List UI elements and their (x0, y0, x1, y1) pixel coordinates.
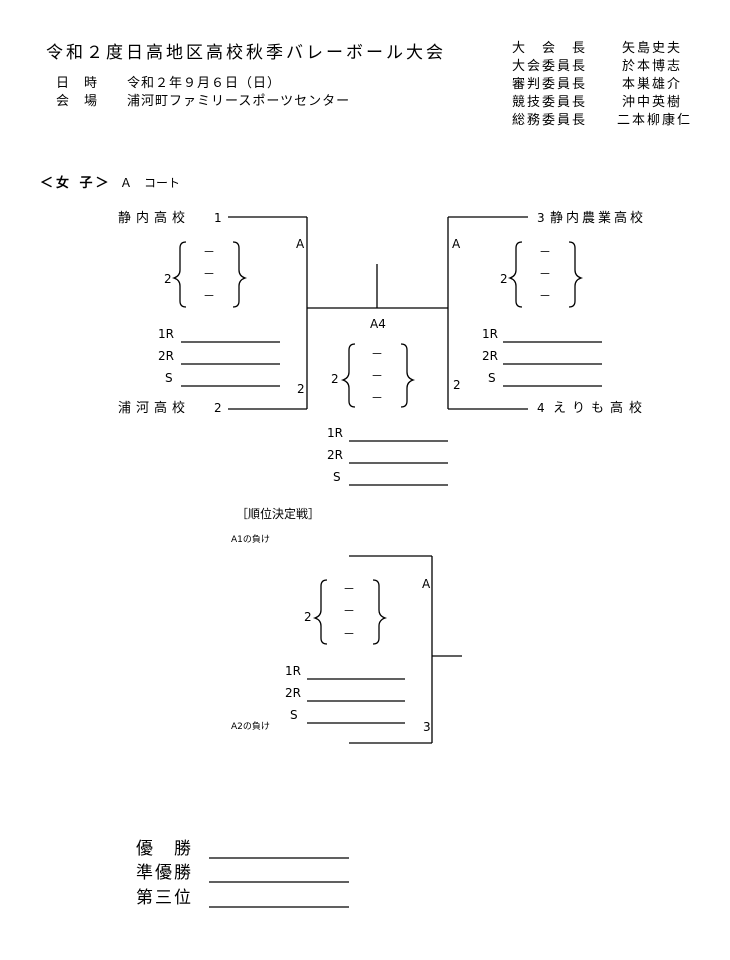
set-dash: － (539, 289, 552, 303)
set-dash: － (203, 289, 216, 303)
team-name: えりも高校 (553, 401, 649, 416)
set-dash: － (343, 604, 356, 618)
placement-bottom-label: A2の負け (231, 722, 270, 732)
venue-value: 浦河町ファミリースポーツセンター (127, 94, 351, 109)
official-role: 競技委員長 (512, 95, 588, 110)
round-label: 2R (327, 448, 343, 462)
round-label: S (290, 708, 298, 722)
team-seed: 3 (537, 211, 545, 225)
team-name: 静内高校 (118, 211, 191, 226)
winner-number: 2 (453, 378, 461, 392)
venue-label: 会 場 (56, 94, 99, 109)
round-label: 1R (327, 426, 343, 440)
sets-label: 2 (164, 272, 172, 286)
winner-number: 3 (423, 720, 431, 734)
match-label: A (452, 237, 461, 251)
placement-top-label: A1の負け (231, 535, 270, 545)
team-name: 浦河高校 (118, 401, 191, 416)
official-role: 総務委員長 (512, 113, 588, 128)
team-seed: 2 (214, 401, 222, 415)
round-label: 1R (285, 664, 301, 678)
sets-label: 2 (304, 610, 312, 624)
official-name: 於本博志 (622, 59, 683, 74)
sets-label: 2 (500, 272, 508, 286)
official-name: 沖中英樹 (622, 95, 683, 110)
official-role: 大 会 長 (512, 41, 588, 56)
set-dash: － (539, 245, 552, 259)
official-name: 本巣雄介 (622, 77, 683, 92)
round-label: S (488, 371, 496, 385)
team-seed: 4 (537, 401, 545, 415)
sets-label: 2 (331, 372, 339, 386)
result-label: 第三位 (136, 888, 193, 908)
official-name: 二本柳康仁 (617, 113, 693, 128)
round-label: S (165, 371, 173, 385)
set-dash: － (371, 347, 384, 361)
team-seed: 1 (214, 211, 222, 225)
set-dash: － (539, 267, 552, 281)
date-label: 日 時 (56, 76, 99, 91)
official-name: 矢島史夫 (622, 41, 683, 56)
set-dash: － (371, 391, 384, 405)
team-name: 静内農業高校 (550, 211, 647, 226)
round-label: 1R (158, 327, 174, 341)
winner-number: 2 (297, 382, 305, 396)
set-dash: － (371, 369, 384, 383)
result-label: 優 勝 (136, 839, 193, 859)
match-label: A (422, 577, 431, 591)
round-label: 1R (482, 327, 498, 341)
set-dash: － (203, 267, 216, 281)
set-dash: － (343, 582, 356, 596)
round-label: S (333, 470, 341, 484)
set-dash: － (203, 245, 216, 259)
official-role: 審判委員長 (512, 77, 588, 92)
round-label: 2R (482, 349, 498, 363)
official-role: 大会委員長 (512, 59, 588, 74)
placement-title: ［順位決定戦］ (236, 507, 321, 521)
tournament-title: 令和２度日高地区高校秋季バレーボール大会 (46, 43, 446, 63)
date-value: 令和２年９月６日（日） (127, 76, 282, 91)
final-label: A4 (370, 317, 386, 331)
round-label: 2R (158, 349, 174, 363)
round-label: 2R (285, 686, 301, 700)
result-label: 準優勝 (136, 863, 193, 883)
match-label: A (296, 237, 305, 251)
court-label: Ａ コート (120, 176, 181, 190)
division-label: ＜女 子＞ (40, 176, 112, 191)
set-dash: － (343, 627, 356, 641)
